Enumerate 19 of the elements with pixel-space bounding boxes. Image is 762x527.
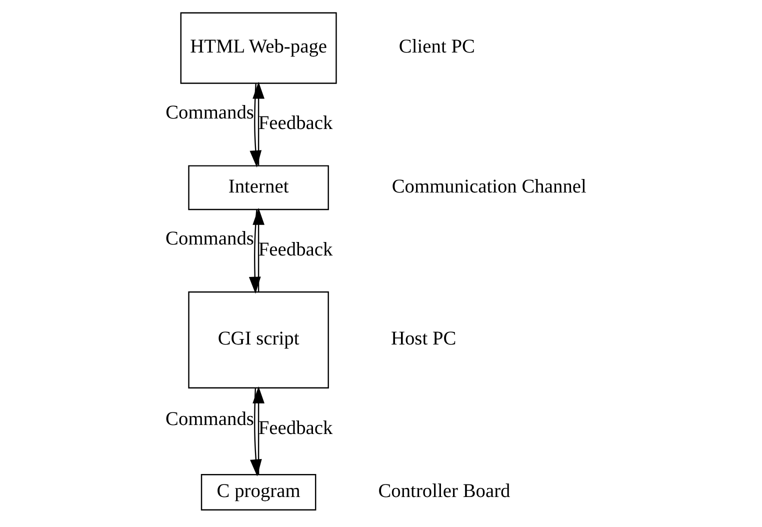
edge-label: Commands bbox=[166, 102, 254, 124]
arrow bbox=[252, 82, 264, 166]
arrow bbox=[248, 210, 261, 294]
node-box: HTML Web-page bbox=[180, 12, 337, 84]
node-box: CGI script bbox=[188, 291, 329, 388]
edge-label: Commands bbox=[166, 408, 254, 430]
node-label: Communication Channel bbox=[392, 176, 586, 198]
edge-label: Commands bbox=[166, 228, 254, 250]
edge-label: Feedback bbox=[258, 239, 333, 260]
node-label: Client PC bbox=[398, 36, 475, 58]
node-label: Host PC bbox=[390, 328, 456, 350]
edge-label: Feedback bbox=[258, 418, 333, 439]
node-box: C program bbox=[200, 474, 316, 510]
edge-label: Feedback bbox=[258, 113, 333, 134]
arrow bbox=[252, 386, 264, 475]
node-label: Controller Board bbox=[378, 480, 510, 502]
node-box: Internet bbox=[188, 165, 329, 210]
arrow bbox=[252, 208, 264, 292]
arrow bbox=[250, 84, 262, 168]
